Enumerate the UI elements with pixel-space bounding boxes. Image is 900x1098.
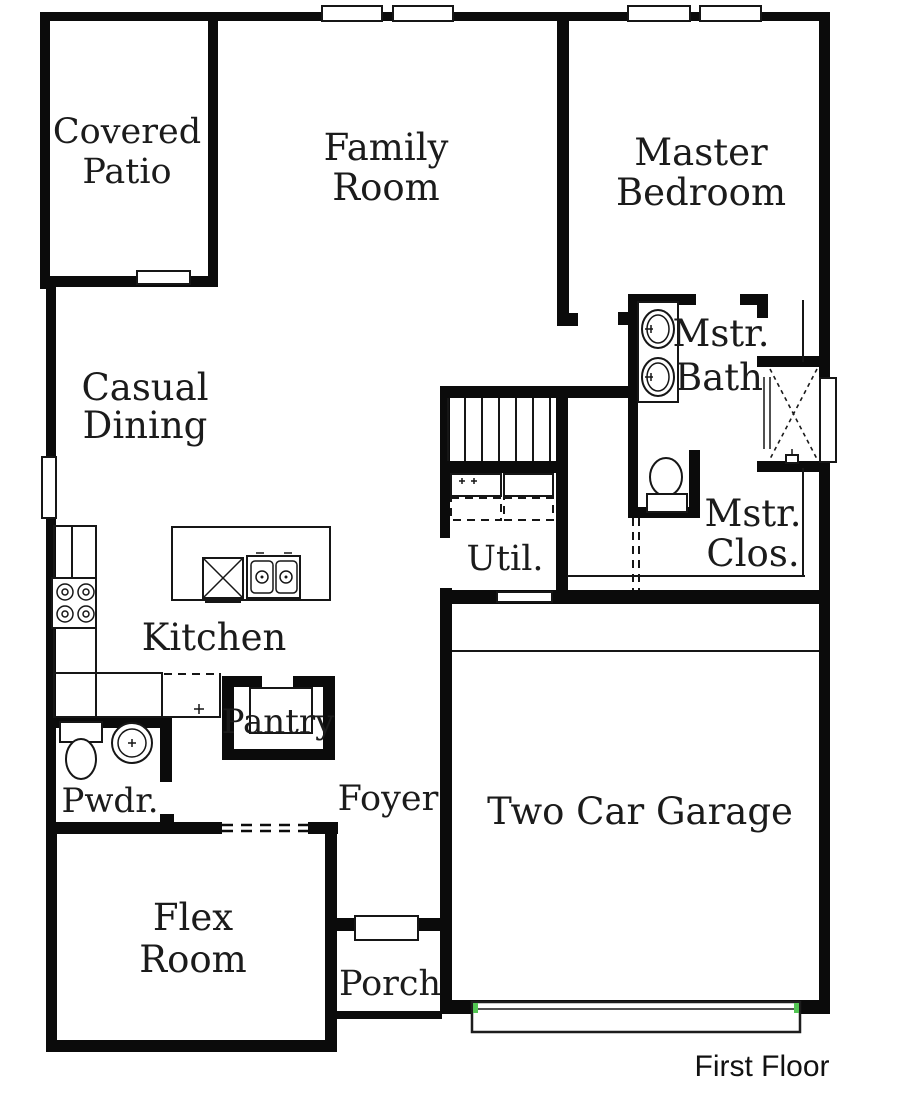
toilet-icon	[649, 457, 683, 497]
room-label-family-room: Room	[332, 166, 440, 209]
cooktop-icon	[51, 577, 97, 629]
wall-segment	[293, 676, 335, 687]
wall-segment	[557, 18, 569, 326]
wall-segment	[630, 294, 696, 305]
toilet-icon	[65, 738, 97, 780]
patio-door-opening	[136, 270, 191, 285]
wall-segment	[689, 450, 700, 518]
garage-door-icon	[470, 1000, 802, 1034]
room-label-casual-dining: Casual	[81, 366, 208, 409]
wall-segment	[337, 1011, 442, 1019]
room-label-porch: Porch	[339, 964, 441, 1004]
room-label-foyer: Foyer	[338, 779, 439, 819]
toilet-tank	[646, 493, 688, 513]
wall-segment	[46, 277, 56, 834]
wall-segment	[628, 294, 638, 518]
shower-drain	[785, 454, 799, 464]
room-label-kitchen: Kitchen	[142, 616, 287, 659]
wall-segment	[208, 12, 830, 21]
wall-segment	[440, 461, 568, 473]
window-icon	[627, 5, 691, 22]
thin-partitions	[452, 300, 819, 652]
wall-segment	[222, 676, 262, 687]
wall-segment	[160, 716, 172, 782]
wall-segment	[46, 832, 57, 1052]
room-label-pantry: Pantry	[222, 702, 335, 742]
kitchen-island	[171, 526, 331, 601]
wall-segment	[222, 676, 234, 760]
window-icon	[321, 5, 383, 22]
room-label-casual-dining: Dining	[83, 404, 208, 447]
window-icon	[392, 5, 454, 22]
wall-segment	[440, 588, 452, 1014]
wall-segment	[740, 294, 768, 305]
room-label-master-bedroom: Master	[634, 131, 768, 174]
stairs-icon	[447, 398, 551, 461]
room-label-mstr-bath: Mstr.	[672, 312, 769, 355]
wall-segment	[325, 832, 337, 1052]
pantry-shelves	[249, 687, 313, 734]
refrigerator-icon	[161, 673, 221, 718]
wall-segment	[222, 749, 335, 760]
master-bath-fixtures	[637, 301, 837, 513]
walls	[40, 12, 830, 1052]
room-label-mstr-bath: Bath	[675, 356, 763, 399]
shower-niche	[819, 377, 837, 463]
kitchen-sink-icon	[246, 552, 301, 599]
wall-segment	[323, 676, 335, 760]
kitchen-fixtures	[51, 525, 331, 718]
window-icon	[699, 5, 762, 22]
wall-segment	[46, 1040, 337, 1052]
room-label-garage: Two Car Garage	[487, 790, 793, 833]
window-icon	[41, 456, 57, 519]
wall-segment	[40, 12, 218, 21]
room-label-flex-room: Flex	[153, 896, 233, 939]
garage-door-sensor	[473, 1003, 478, 1013]
garage-door-sensor	[794, 1003, 799, 1013]
wall-segment	[569, 313, 578, 326]
wall-segment	[556, 392, 568, 598]
counter-bottom	[53, 672, 163, 718]
room-label-mstr-clos: Clos.	[706, 532, 799, 575]
wall-segment	[757, 461, 830, 472]
wall-segment	[757, 305, 768, 318]
util-door-opening	[496, 591, 553, 603]
wall-segment	[40, 276, 218, 287]
wall-segment	[308, 822, 338, 834]
room-label-flex-room: Room	[139, 938, 247, 981]
room-label-mstr-clos: Mstr.	[704, 492, 801, 535]
room-label-master-bedroom: Bedroom	[616, 171, 786, 214]
dishwasher-icon	[202, 557, 244, 603]
room-label-family-room: Family	[324, 126, 449, 169]
wall-segment	[208, 13, 218, 287]
front-door-recess	[354, 915, 419, 941]
wall-segment	[46, 822, 222, 834]
room-label-util: Util.	[466, 539, 543, 579]
washer-dryer-icon	[450, 473, 554, 521]
room-label-covered-patio: Covered	[53, 112, 201, 152]
shower-icon	[763, 368, 837, 464]
room-label-pwdr: Pwdr.	[61, 781, 158, 821]
wall-segment	[618, 312, 628, 325]
plan-title: First Floor	[695, 1050, 830, 1083]
wall-segment	[757, 356, 830, 367]
room-labels: Covered Patio Family Room Master Bedroom…	[53, 112, 830, 1083]
room-label-covered-patio: Patio	[82, 152, 171, 192]
powder-room-fixtures	[59, 721, 153, 780]
wall-segment	[819, 596, 830, 1014]
wall-segment	[40, 12, 50, 289]
wall-segment	[440, 386, 640, 398]
wall-segment	[819, 12, 830, 608]
windows-and-openings	[41, 5, 762, 941]
